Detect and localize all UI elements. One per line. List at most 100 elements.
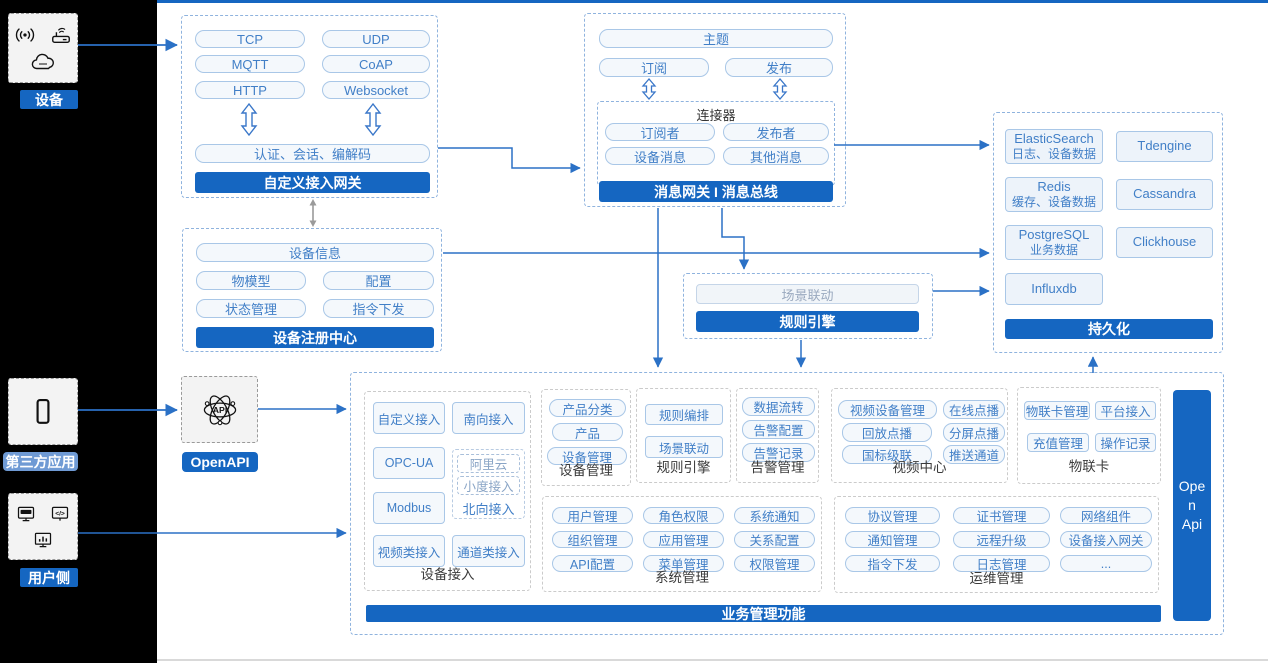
redis-node: Redis 缓存、设备数据	[1005, 177, 1103, 212]
connector-title: 连接器	[696, 108, 736, 123]
topic-btn: 主题	[599, 29, 833, 48]
svg-text:</>: </>	[55, 510, 65, 517]
double-arrow-gateway-registry	[309, 199, 317, 227]
openapi-label: OpenAPI	[182, 452, 258, 472]
phone-icon	[36, 398, 50, 424]
xiaodu-access-btn: 小度接入	[457, 476, 520, 495]
rule-engine-title-bar: 规则引擎	[696, 311, 919, 332]
store-name: Clickhouse	[1132, 234, 1197, 250]
publish-btn: 发布	[725, 58, 833, 77]
protocol-websocket: Websocket	[322, 81, 430, 99]
business-title-bar: 业务管理功能	[366, 605, 1161, 622]
relation-config-btn: 关系配置	[734, 531, 815, 548]
protocol-mgmt-btn: 协议管理	[845, 507, 940, 524]
message-gateway-panel: 主题 订阅 发布 连接器 订阅者 发布者 设备消息 其他消息 消息网关 I 消息…	[584, 13, 846, 207]
store-name: PostgreSQL	[1018, 226, 1090, 242]
openapi-node: API	[181, 376, 258, 443]
tdengine-node: Tdengine	[1116, 131, 1213, 162]
api-network-icon: API	[203, 394, 236, 425]
rule-orchestration-btn: 规则编排	[645, 404, 723, 425]
device-access-label: 设备接入	[420, 567, 475, 582]
bar-chart-icon	[34, 532, 52, 547]
rule-engine-hub-panel: 场景联动 规则引擎	[683, 273, 933, 339]
influxdb-node: Influxdb	[1005, 273, 1103, 305]
business-panel: 自定义接入 南向接入 OPC-UA 阿里云 小度接入 北向接入 Modbus 视…	[350, 372, 1224, 635]
permission-mgmt-btn: 权限管理	[734, 555, 815, 572]
south-access-btn: 南向接入	[452, 402, 525, 434]
top-accent-line	[157, 0, 1268, 3]
store-sub: 日志、设备数据	[1011, 147, 1096, 162]
device-message-btn: 设备消息	[605, 147, 715, 165]
north-access-group: 阿里云 小度接入 北向接入	[452, 449, 525, 519]
device-node	[8, 13, 78, 83]
north-access-label: 北向接入	[462, 502, 515, 517]
svg-text:API: API	[212, 405, 226, 415]
app-mgmt-btn: 应用管理	[643, 531, 724, 548]
custom-gateway-panel: TCP UDP MQTT CoAP HTTP Websocket 认证、会话、编…	[181, 15, 438, 198]
protocol-coap: CoAP	[322, 55, 430, 73]
platform-access-btn: 平台接入	[1095, 401, 1156, 420]
config-btn: 配置	[323, 271, 434, 290]
ops-mgmt-box: 协议管理 证书管理 网络组件 通知管理 远程升级 设备接入网关 指令下发 日志管…	[834, 496, 1159, 593]
iot-card-mgmt-btn: 物联卡管理	[1024, 401, 1090, 420]
arrow-msgbus-to-ruleengine	[721, 208, 750, 270]
online-vod-btn: 在线点播	[943, 400, 1005, 419]
custom-gateway-title-bar: 自定义接入网关	[195, 172, 430, 193]
elasticsearch-node: ElasticSearch 日志、设备数据	[1005, 129, 1103, 164]
video-center-box: 视频设备管理 在线点播 回放点播 分屏点播 国标级联 推送通道 视频中心	[831, 388, 1008, 483]
more-btn: ...	[1060, 555, 1152, 572]
other-message-btn: 其他消息	[723, 147, 829, 165]
device-access-box: 自定义接入 南向接入 OPC-UA 阿里云 小度接入 北向接入 Modbus 视…	[364, 391, 531, 591]
video-device-mgmt-btn: 视频设备管理	[838, 400, 937, 419]
alarm-box: 数据流转 告警配置 告警记录 告警管理	[736, 388, 819, 483]
alarm-record-btn: 告警记录	[742, 443, 815, 462]
device-info-btn: 设备信息	[196, 243, 434, 262]
user-side-node: </>	[8, 493, 78, 560]
protocol-mqtt: MQTT	[195, 55, 305, 73]
video-access-btn: 视频类接入	[373, 535, 445, 567]
postgresql-node: PostgreSQL 业务数据	[1005, 225, 1103, 260]
store-sub: 缓存、设备数据	[1011, 195, 1096, 210]
rule-engine-box: 规则编排 场景联动 规则引擎	[636, 388, 731, 483]
protocol-http: HTTP	[195, 81, 305, 99]
alarm-config-btn: 告警配置	[742, 420, 815, 439]
store-name: ElasticSearch	[1014, 130, 1094, 146]
third-party-node	[8, 378, 78, 445]
user-side-icon-row2	[33, 530, 53, 550]
device-registry-panel: 设备信息 物模型 配置 状态管理 指令下发 设备注册中心	[182, 228, 442, 352]
scene-linkage-biz-btn: 场景联动	[645, 436, 723, 458]
user-side-label: 用户侧	[20, 568, 78, 587]
wireless-signal-icon	[15, 28, 35, 42]
device-mgmt-box: 产品分类 产品 设备管理 设备管理	[541, 389, 631, 486]
third-party-label: 第三方应用	[3, 452, 78, 471]
app-window-icon	[17, 506, 35, 521]
publisher-btn: 发布者	[723, 123, 829, 141]
device-icon-row2	[30, 52, 56, 72]
device-mgmt-btn: 设备管理	[547, 447, 627, 465]
custom-access-btn: 自定义接入	[373, 402, 445, 434]
role-permission-btn: 角色权限	[643, 507, 724, 524]
cassandra-node: Cassandra	[1116, 179, 1213, 210]
system-mgmt-box: 用户管理 角色权限 系统通知 组织管理 应用管理 关系配置 API配置 菜单管理…	[542, 496, 822, 592]
store-name: Cassandra	[1133, 186, 1196, 202]
product-category-btn: 产品分类	[549, 399, 626, 417]
router-icon	[52, 27, 70, 44]
data-flow-btn: 数据流转	[742, 397, 815, 416]
alarm-label: 告警管理	[750, 460, 805, 475]
subscriber-btn: 订阅者	[605, 123, 715, 141]
persistence-panel: ElasticSearch 日志、设备数据 Tdengine Redis 缓存、…	[993, 112, 1223, 353]
recharge-mgmt-btn: 充值管理	[1027, 433, 1089, 452]
device-registry-title-bar: 设备注册中心	[196, 327, 434, 348]
api-config-btn: API配置	[552, 555, 633, 572]
bottom-divider-line	[157, 659, 1268, 661]
device-icon-row	[14, 24, 72, 46]
video-center-label: 视频中心	[892, 460, 947, 475]
device-mgmt-label: 设备管理	[559, 463, 613, 478]
modbus-btn: Modbus	[373, 492, 445, 524]
store-name: Redis	[1037, 178, 1071, 194]
code-icon: </>	[51, 506, 69, 521]
log-mgmt-btn: 日志管理	[953, 555, 1050, 572]
product-btn: 产品	[552, 423, 623, 441]
message-gateway-title-bar: 消息网关 I 消息总线	[599, 181, 833, 202]
push-channel-btn: 推送通道	[943, 445, 1005, 464]
